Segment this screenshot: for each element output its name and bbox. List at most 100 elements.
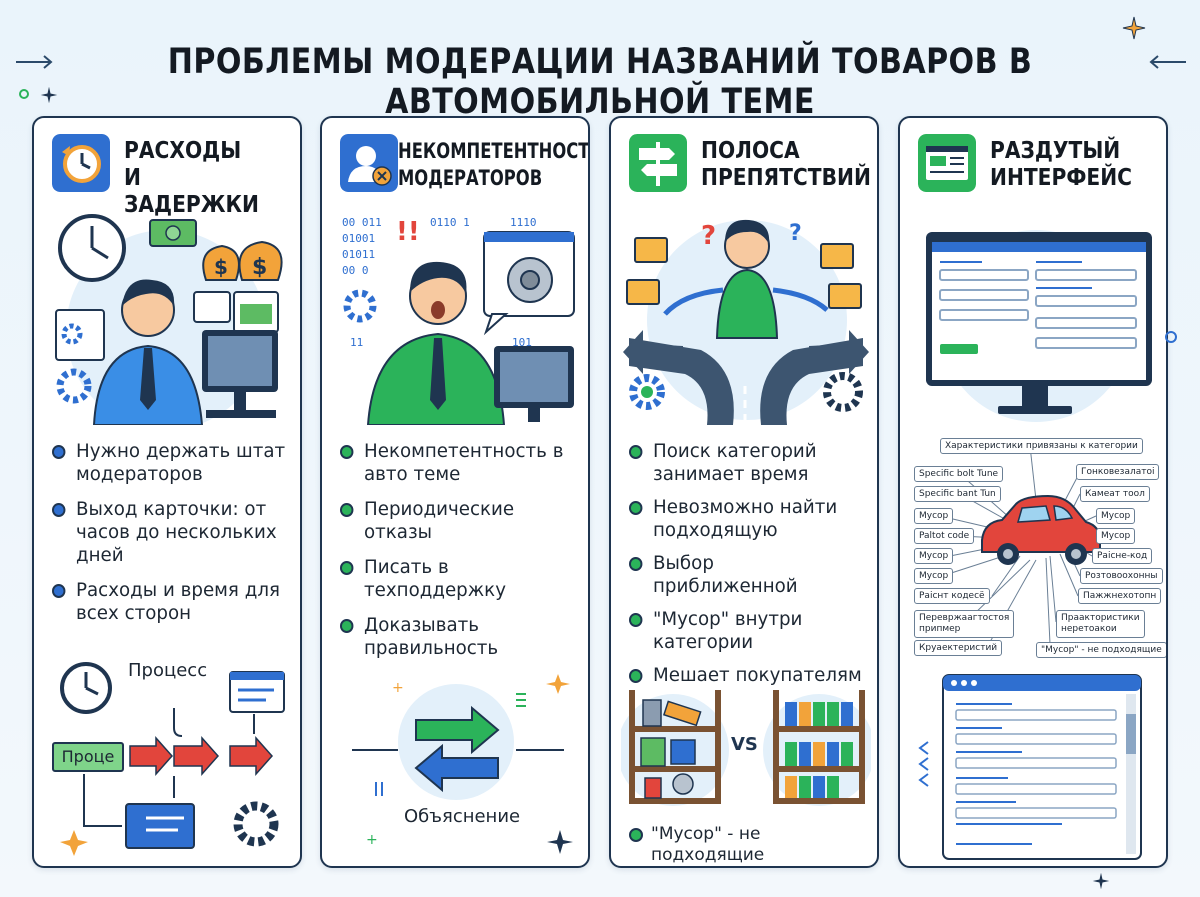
form-window xyxy=(942,674,1142,860)
attribute-tag: Пажжнехотопн xyxy=(1078,588,1162,604)
list-item: Доказывать правильность xyxy=(340,614,575,660)
panel-header: РАЗДУТЫЙ ИНТЕРФЕЙС xyxy=(900,118,1166,208)
list-item: Выход карточки: от часов до нескольких д… xyxy=(52,498,287,567)
car-icon xyxy=(981,494,1101,565)
attribute-tag: Круаектеристий xyxy=(914,640,1003,656)
panel-obstacle-course: ПОЛОСА ПРЕПЯТСТВИЙ ? ? Поиск категорий з… xyxy=(609,116,879,868)
svg-text:$: $ xyxy=(252,255,267,280)
svg-text:+: + xyxy=(392,680,404,696)
gear-icon xyxy=(343,289,377,323)
list-item: Нужно держать штат модераторов xyxy=(52,440,287,486)
sparkle-icon xyxy=(1092,872,1110,890)
left-arrow-icon xyxy=(16,55,53,69)
binary-text: 101 xyxy=(512,336,532,349)
list-item: Периодические отказы xyxy=(340,498,575,544)
bullet-list: Некомпетентность в авто теме Периодическ… xyxy=(340,440,585,672)
binary-text: 00 011 xyxy=(342,216,382,229)
gear-icon xyxy=(629,374,665,410)
binary-text: 11 xyxy=(350,336,363,349)
attribute-tag: Мусор xyxy=(1096,508,1136,524)
attribute-tag: Праактористики неретоакои xyxy=(1056,610,1145,638)
attribute-tag: Розтовоохонны xyxy=(1080,568,1163,584)
confused-moderator-illustration: 00 011 01001 01011 0110 1 1110 101 00 0 … xyxy=(342,216,575,425)
bullet-list: Поиск категорий занимает время Невозможн… xyxy=(629,440,874,697)
question-mark-icon: ? xyxy=(789,221,802,246)
panel-title: НЕКОМПЕТЕНТНОСТЬ МОДЕРАТОРОВ xyxy=(398,139,590,190)
panel-incompetence: НЕКОМПЕТЕНТНОСТЬ МОДЕРАТОРОВ 00 011 0100… xyxy=(320,116,590,868)
list-item: Выбор приближенной xyxy=(629,552,864,598)
attribute-tag: Мусор xyxy=(1096,528,1136,544)
clock-icon xyxy=(58,214,126,282)
neat-shelf-icon xyxy=(773,690,865,804)
process-label: Процесс xyxy=(128,660,208,681)
shelves-comparison: VS "Мусор" - не подходящие характеристик… xyxy=(621,686,871,866)
bullet-dot xyxy=(629,828,643,842)
binary-text: 01001 xyxy=(342,232,375,245)
binary-text: 01011 xyxy=(342,248,375,261)
chevrons-icon xyxy=(918,741,929,787)
attribute-tag: "Мусор" - не подходящие xyxy=(1036,642,1166,658)
list-item: Расходы и время для всех сторон xyxy=(52,579,287,625)
right-arrow-icon xyxy=(1149,55,1186,69)
attribute-tag: Paltot code xyxy=(914,528,975,544)
exclamation-icon: !! xyxy=(396,217,420,247)
attribute-tag: Камеат тоол xyxy=(1080,486,1150,502)
bullet-list: Нужно держать штат модераторов Выход кар… xyxy=(52,440,297,637)
panel-header: ПОЛОСА ПРЕПЯТСТВИЙ xyxy=(611,118,877,208)
attribute-tag: Характеристики привязаны к категории xyxy=(940,438,1143,454)
sparkle-icon xyxy=(40,86,58,104)
question-mark-icon: ? xyxy=(701,221,716,251)
moderator-desk-illustration: $ $ xyxy=(55,214,283,425)
list-item: Невозможно найти подходящую xyxy=(629,496,864,542)
clock-arrow-icon xyxy=(52,134,110,192)
panel-costs-delays: РАСХОДЫ И ЗАДЕРЖКИ $ $ xyxy=(32,116,302,868)
attribute-tag: Раіснe-код xyxy=(1092,548,1153,564)
dot-icon xyxy=(19,89,29,99)
attribute-tag: Specific bant Tun xyxy=(914,486,1001,502)
explanation-diagram: + + Объяснение xyxy=(332,658,582,863)
attribute-tag: Мусор xyxy=(914,508,954,524)
right-arrow-icon xyxy=(415,705,500,755)
browser-window-icon xyxy=(918,134,976,192)
page-title: ПРОБЛЕМЫ МОДЕРАЦИИ НАЗВАНИЙ ТОВАРОВ В АВ… xyxy=(167,42,1033,122)
binary-text: 0110 1 xyxy=(430,216,470,229)
vs-label: VS xyxy=(731,734,758,755)
panel-title: РАЗДУТЫЙ ИНТЕРФЕЙС xyxy=(990,138,1133,191)
attribute-tag: Мусор xyxy=(914,548,954,564)
attributes-cluster: Характеристики привязаны к категории Spe… xyxy=(900,430,1166,670)
sparkle-icon xyxy=(1165,331,1177,343)
binary-text: 00 0 xyxy=(342,264,369,277)
monitor-form-illustration xyxy=(926,230,1152,422)
attribute-tag: Гонковезалатоі xyxy=(1076,464,1160,480)
crossroads-illustration: ? ? xyxy=(623,219,869,425)
messy-shelf-icon xyxy=(629,690,721,804)
panel-header: РАСХОДЫ И ЗАДЕРЖКИ xyxy=(34,118,300,218)
left-arrow-icon xyxy=(414,743,499,793)
panel-header: НЕКОМПЕТЕНТНОСТЬ МОДЕРАТОРОВ xyxy=(322,118,588,208)
trash-caption: "Мусор" - не подходящие характеристики xyxy=(629,824,869,866)
attribute-tag: Раіснт кодесё xyxy=(914,588,990,604)
attribute-tag: Мусор xyxy=(914,568,954,584)
list-item: Мешает покупателям xyxy=(629,664,864,687)
svg-text:$: $ xyxy=(214,255,228,279)
list-item: Писать в техподдержку xyxy=(340,556,575,602)
folder-icon xyxy=(626,237,862,309)
user-error-icon xyxy=(340,134,398,192)
attribute-tag: Перевржаагтостоя припмер xyxy=(914,610,1015,638)
process-diagram: Процесс Проце xyxy=(44,658,294,863)
process-box: Проце xyxy=(52,742,124,772)
gear-icon xyxy=(823,372,863,412)
list-item: "Мусор" внутри категории xyxy=(629,608,864,654)
binary-text: 1110 xyxy=(510,216,537,229)
money-bag-icon: $ $ xyxy=(202,240,283,281)
signpost-icon xyxy=(629,134,687,192)
attribute-tag: Specific bolt Tune xyxy=(914,466,1004,482)
list-item: Некомпетентность в авто теме xyxy=(340,440,575,486)
sparkle-icon xyxy=(1122,16,1146,40)
panel-title: ПОЛОСА ПРЕПЯТСТВИЙ xyxy=(701,138,871,191)
svg-text:+: + xyxy=(366,832,378,848)
panel-title: РАСХОДЫ И ЗАДЕРЖКИ xyxy=(124,138,259,218)
explanation-label: Объяснение xyxy=(404,806,521,827)
list-item: Поиск категорий занимает время xyxy=(629,440,864,486)
panel-bloated-interface: РАЗДУТЫЙ ИНТЕРФЕЙС xyxy=(898,116,1168,868)
